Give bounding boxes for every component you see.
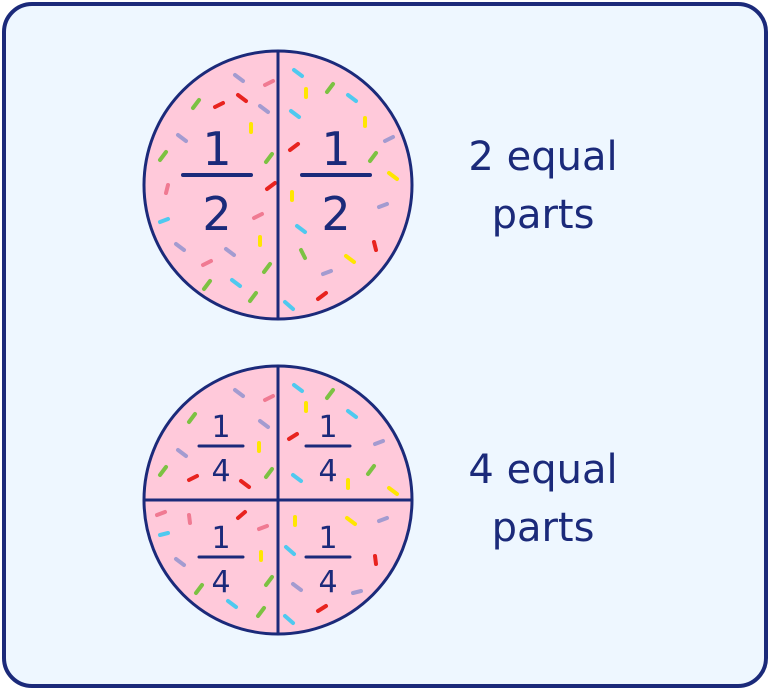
numerator: 1 — [318, 410, 337, 445]
denominator: 4 — [211, 565, 230, 600]
numerator: 1 — [202, 122, 231, 176]
denominator: 4 — [318, 565, 337, 600]
fraction-quarter-bottom-right: 1 4 — [304, 521, 352, 600]
halves-label: 2 equal parts — [433, 128, 653, 244]
label-line-2: parts — [491, 192, 595, 238]
label-line-1: 2 equal — [468, 134, 618, 180]
numerator: 1 — [318, 521, 337, 556]
quarters-pizza: 1 4 1 4 1 4 1 4 — [142, 364, 414, 636]
numerator: 1 — [211, 410, 230, 445]
pizza-outline — [142, 49, 414, 321]
denominator: 2 — [321, 187, 350, 241]
denominator: 4 — [318, 454, 337, 489]
denominator: 4 — [211, 454, 230, 489]
fraction-quarter-bottom-left: 1 4 — [197, 521, 245, 600]
label-line-2: parts — [491, 505, 595, 551]
fraction-half-left: 1 2 — [181, 122, 253, 241]
denominator: 2 — [202, 187, 231, 241]
numerator: 1 — [321, 122, 350, 176]
label-line-1: 4 equal — [468, 447, 618, 493]
fraction-half-right: 1 2 — [300, 122, 372, 241]
pizza-outline — [142, 364, 414, 636]
numerator: 1 — [211, 521, 230, 556]
quarters-label: 4 equal parts — [433, 441, 653, 557]
fraction-quarter-top-left: 1 4 — [197, 410, 245, 489]
halves-pizza: 1 2 1 2 — [142, 49, 414, 321]
fraction-quarter-top-right: 1 4 — [304, 410, 352, 489]
